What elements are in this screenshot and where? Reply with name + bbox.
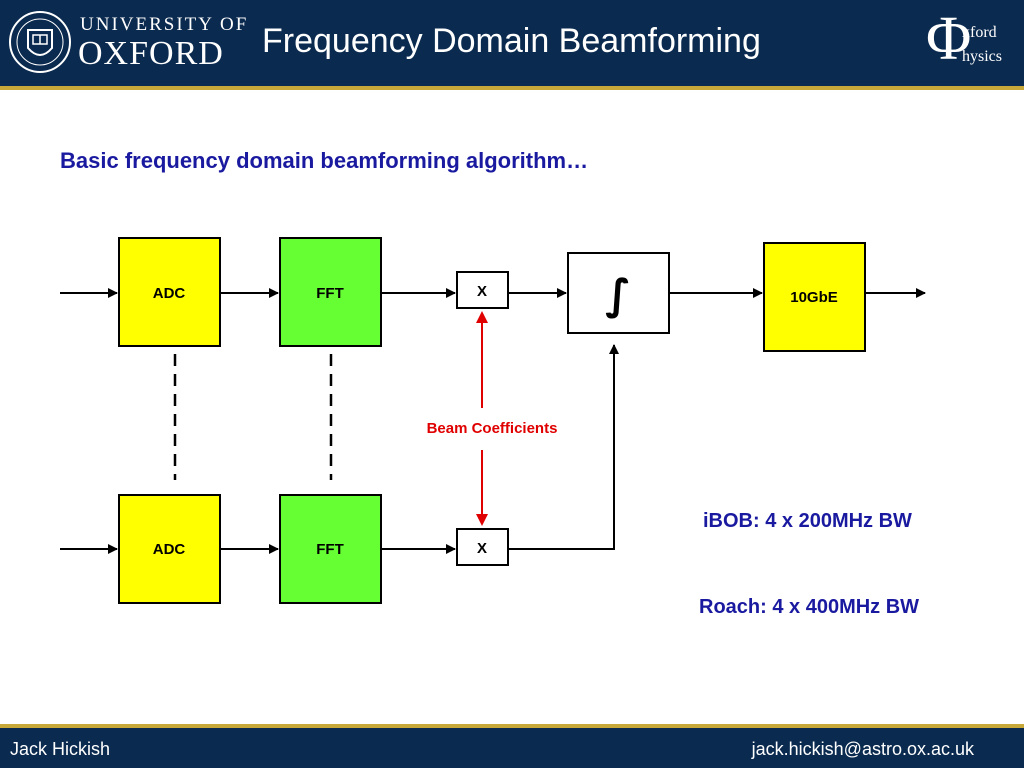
fft-block-bottom-label: FFT bbox=[316, 541, 344, 558]
multiply-block-bottom-label: X bbox=[477, 540, 487, 557]
integrator-symbol: ∫ bbox=[605, 270, 631, 319]
physics-logo-line1: xford bbox=[962, 24, 997, 41]
footer-author: Jack Hickish bbox=[10, 739, 111, 759]
oxford-wordmark: OXFORD bbox=[78, 35, 224, 72]
roach-bandwidth-note: Roach: 4 x 400MHz BW bbox=[699, 596, 920, 618]
10gbe-block: 10GbE bbox=[763, 242, 866, 352]
footer-divider bbox=[0, 724, 1024, 728]
oxford-physics-logo: Φ xford hysics bbox=[926, 5, 1022, 80]
10gbe-block-label: 10GbE bbox=[790, 289, 838, 306]
university-of-text: UNIVERSITY OF bbox=[80, 14, 249, 35]
footer-bar bbox=[0, 728, 1024, 768]
slide-subtitle: Basic frequency domain beamforming algor… bbox=[60, 148, 589, 173]
slide-title: Frequency Domain Beamforming bbox=[262, 22, 761, 60]
header-bar bbox=[0, 0, 1024, 86]
beam-coefficients-label: Beam Coefficients bbox=[427, 420, 558, 437]
adc-block-bottom-label: ADC bbox=[153, 541, 186, 558]
adc-block-bottom: ADC bbox=[118, 494, 221, 604]
footer-email: jack.hickish@astro.ox.ac.uk bbox=[751, 739, 974, 759]
multiply-block-top-label: X bbox=[477, 283, 487, 300]
fft-block-top: FFT bbox=[279, 237, 382, 347]
oxford-crest-icon bbox=[9, 11, 71, 73]
multiply-block-bottom: X bbox=[456, 528, 509, 566]
integrator-block: ∫ bbox=[567, 252, 670, 334]
bottom-to-integrator-arrow bbox=[508, 344, 619, 550]
fft-block-bottom: FFT bbox=[279, 494, 382, 604]
multiply-block-top: X bbox=[456, 271, 509, 309]
header-divider bbox=[0, 86, 1024, 90]
adc-block-top: ADC bbox=[118, 237, 221, 347]
ibob-bandwidth-note: iBOB: 4 x 200MHz BW bbox=[703, 510, 912, 532]
adc-block-top-label: ADC bbox=[153, 285, 186, 302]
phi-icon: Φ bbox=[926, 5, 972, 73]
fft-block-top-label: FFT bbox=[316, 285, 344, 302]
physics-logo-line2: hysics bbox=[962, 48, 1002, 65]
